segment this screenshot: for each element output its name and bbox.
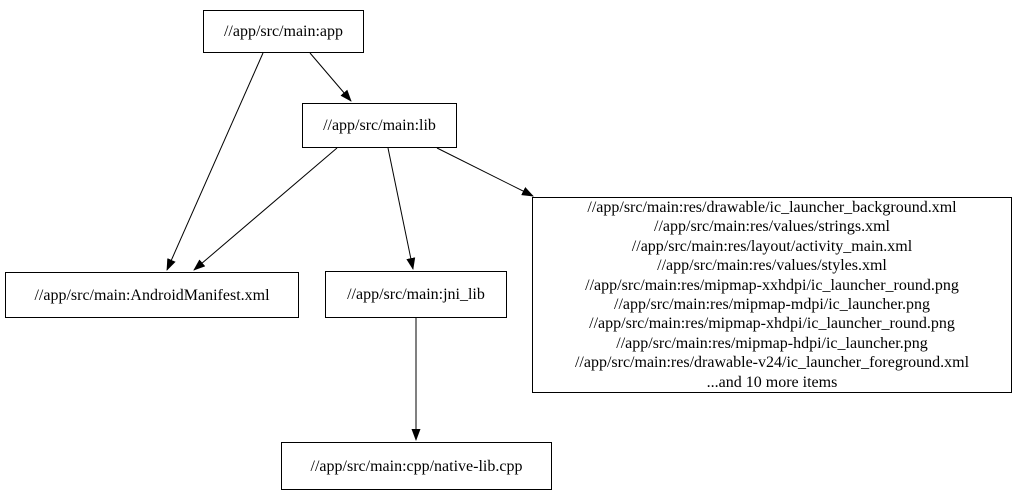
edge-app-to-lib [309,52,352,102]
node-cpp-native-lib-label: //app/src/main:cpp/native-lib.cpp [310,457,523,475]
resource-item: //app/src/main:res/mipmap-xxhdpi/ic_laun… [585,276,959,294]
resource-item: //app/src/main:res/mipmap-xhdpi/ic_launc… [589,315,955,333]
node-lib: //app/src/main:lib [302,103,457,148]
node-lib-label: //app/src/main:lib [323,117,436,134]
resource-item: //app/src/main:res/mipmap-hdpi/ic_launch… [616,334,928,352]
edge-lib-to-manifest [193,147,338,271]
node-app: //app/src/main:app [203,10,364,53]
node-resources-group: //app/src/main:res/drawable/ic_launcher_… [532,197,1012,393]
node-android-manifest: //app/src/main:AndroidManifest.xml [5,272,299,318]
edge-app-to-manifest [166,52,264,271]
node-android-manifest-label: //app/src/main:AndroidManifest.xml [34,286,270,304]
node-app-label: //app/src/main:app [223,23,344,40]
node-jni-lib-label: //app/src/main:jni_lib [347,286,485,303]
edge-lib-to-jni-lib [387,147,416,270]
edge-lib-to-resources [436,147,534,197]
node-jni-lib: //app/src/main:jni_lib [325,271,507,318]
resource-item: //app/src/main:res/values/styles.xml [657,257,887,275]
node-cpp-native-lib: //app/src/main:cpp/native-lib.cpp [281,442,552,490]
resource-item: //app/src/main:res/values/strings.xml [654,218,890,236]
resource-item: //app/src/main:res/drawable/ic_launcher_… [587,198,957,216]
resource-item: //app/src/main:res/mipmap-mdpi/ic_launch… [614,296,930,313]
resource-item: //app/src/main:res/drawable-v24/ic_launc… [574,354,970,372]
resource-more-items: ...and 10 more items [706,373,838,391]
resource-item: //app/src/main:res/layout/activity_main.… [631,237,913,255]
